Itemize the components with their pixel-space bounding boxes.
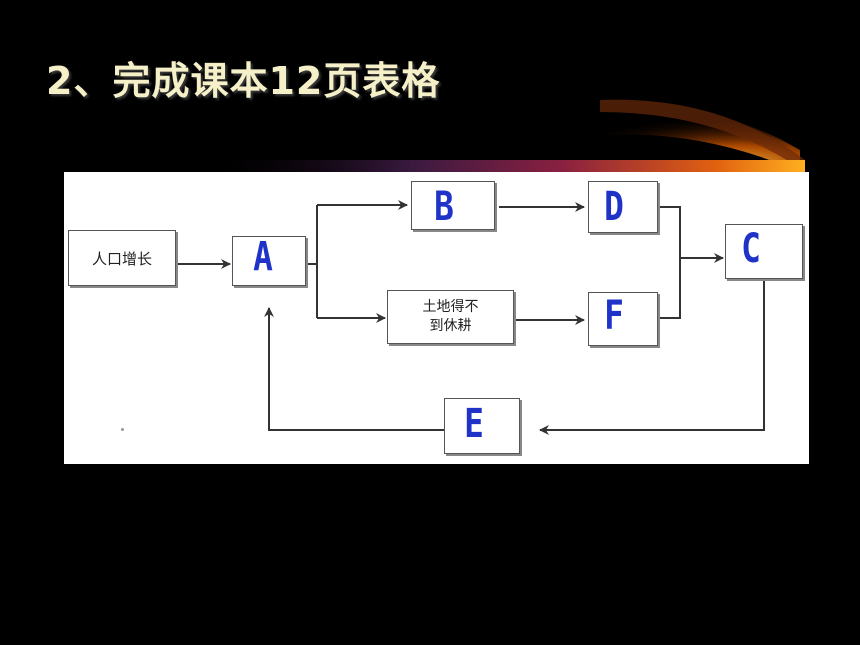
label-c: C [741,226,761,272]
slide-title: 2、完成课本12页表格 [46,59,441,103]
node-e [444,398,520,454]
node-land-no-fallow: 土地得不 到休耕 [387,290,514,344]
label-a: A [253,234,273,280]
node-land-line1: 土地得不 [422,299,479,315]
node-land-line2: 到休耕 [429,318,472,334]
arrow-e-to-a [264,307,444,431]
label-f: F [604,293,624,339]
node-b [411,181,495,230]
connector-a-branch [307,205,318,318]
label-d: D [604,184,624,230]
node-a [232,236,306,286]
node-f [588,292,658,346]
node-population-growth: 人口增长 [68,230,176,286]
arrow-c-to-e [539,280,765,435]
stray-dot [121,428,124,431]
node-d [588,181,658,233]
flow-diagram-panel: 人口增长 土地得不 到休耕 [64,172,809,464]
node-c [725,224,803,279]
label-b: B [434,184,454,230]
connector-d-f-merge [658,206,681,319]
label-e: E [464,401,484,447]
flow-connectors [177,200,765,435]
node-population-growth-label: 人口增长 [91,249,152,268]
